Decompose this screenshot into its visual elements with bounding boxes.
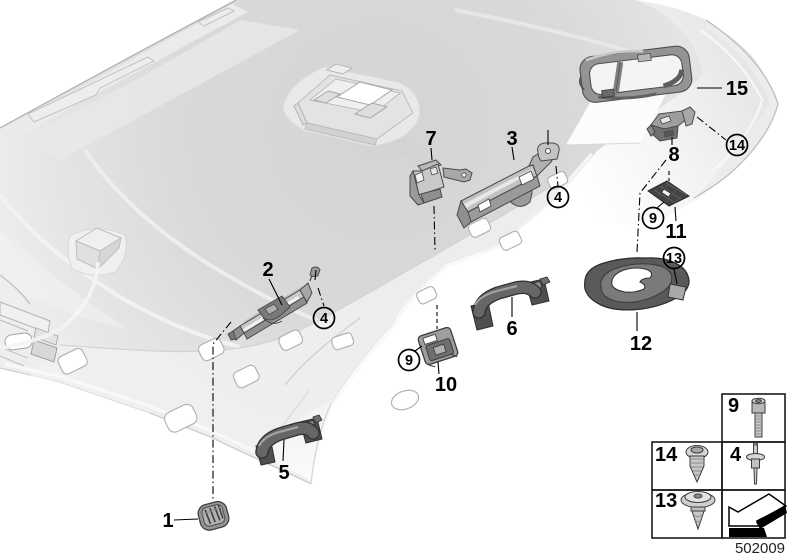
svg-text:14: 14 [655, 444, 678, 466]
svg-text:502009: 502009 [735, 540, 785, 557]
svg-text:4: 4 [730, 444, 742, 466]
svg-text:10: 10 [435, 374, 457, 396]
svg-text:11: 11 [665, 221, 686, 243]
svg-text:6: 6 [506, 318, 517, 340]
svg-text:12: 12 [630, 333, 652, 355]
svg-text:8: 8 [668, 144, 679, 166]
svg-text:13: 13 [655, 490, 677, 512]
svg-text:4: 4 [320, 311, 328, 327]
svg-text:15: 15 [726, 78, 748, 100]
svg-text:3: 3 [506, 128, 517, 150]
svg-text:14: 14 [729, 138, 745, 154]
svg-text:13: 13 [666, 251, 682, 267]
svg-text:7: 7 [425, 128, 436, 150]
svg-text:5: 5 [278, 462, 289, 484]
svg-text:4: 4 [554, 190, 562, 206]
svg-text:9: 9 [649, 211, 657, 227]
svg-text:9: 9 [728, 395, 739, 417]
svg-text:1: 1 [162, 510, 173, 532]
svg-text:2: 2 [262, 259, 273, 281]
svg-text:9: 9 [405, 353, 413, 369]
